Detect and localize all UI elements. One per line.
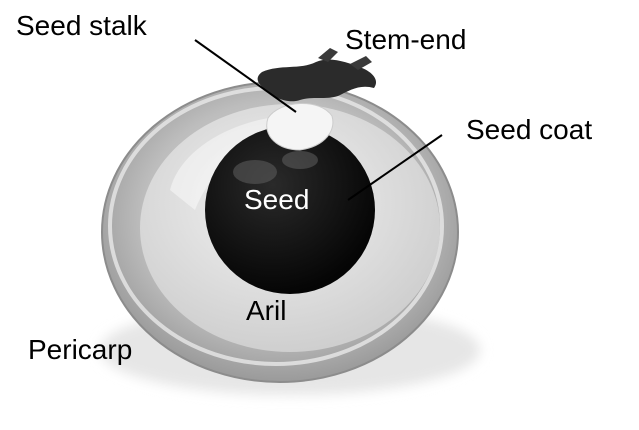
label-seed: Seed [244,186,309,214]
label-pericarp: Pericarp [28,336,132,364]
seed-coat-highlight [233,160,277,184]
seed-coat-highlight-2 [282,151,318,169]
label-aril: Aril [246,297,286,325]
label-stem-end: Stem-end [345,26,466,54]
label-seed-stalk: Seed stalk [16,12,147,40]
label-seed-coat: Seed coat [466,116,592,144]
